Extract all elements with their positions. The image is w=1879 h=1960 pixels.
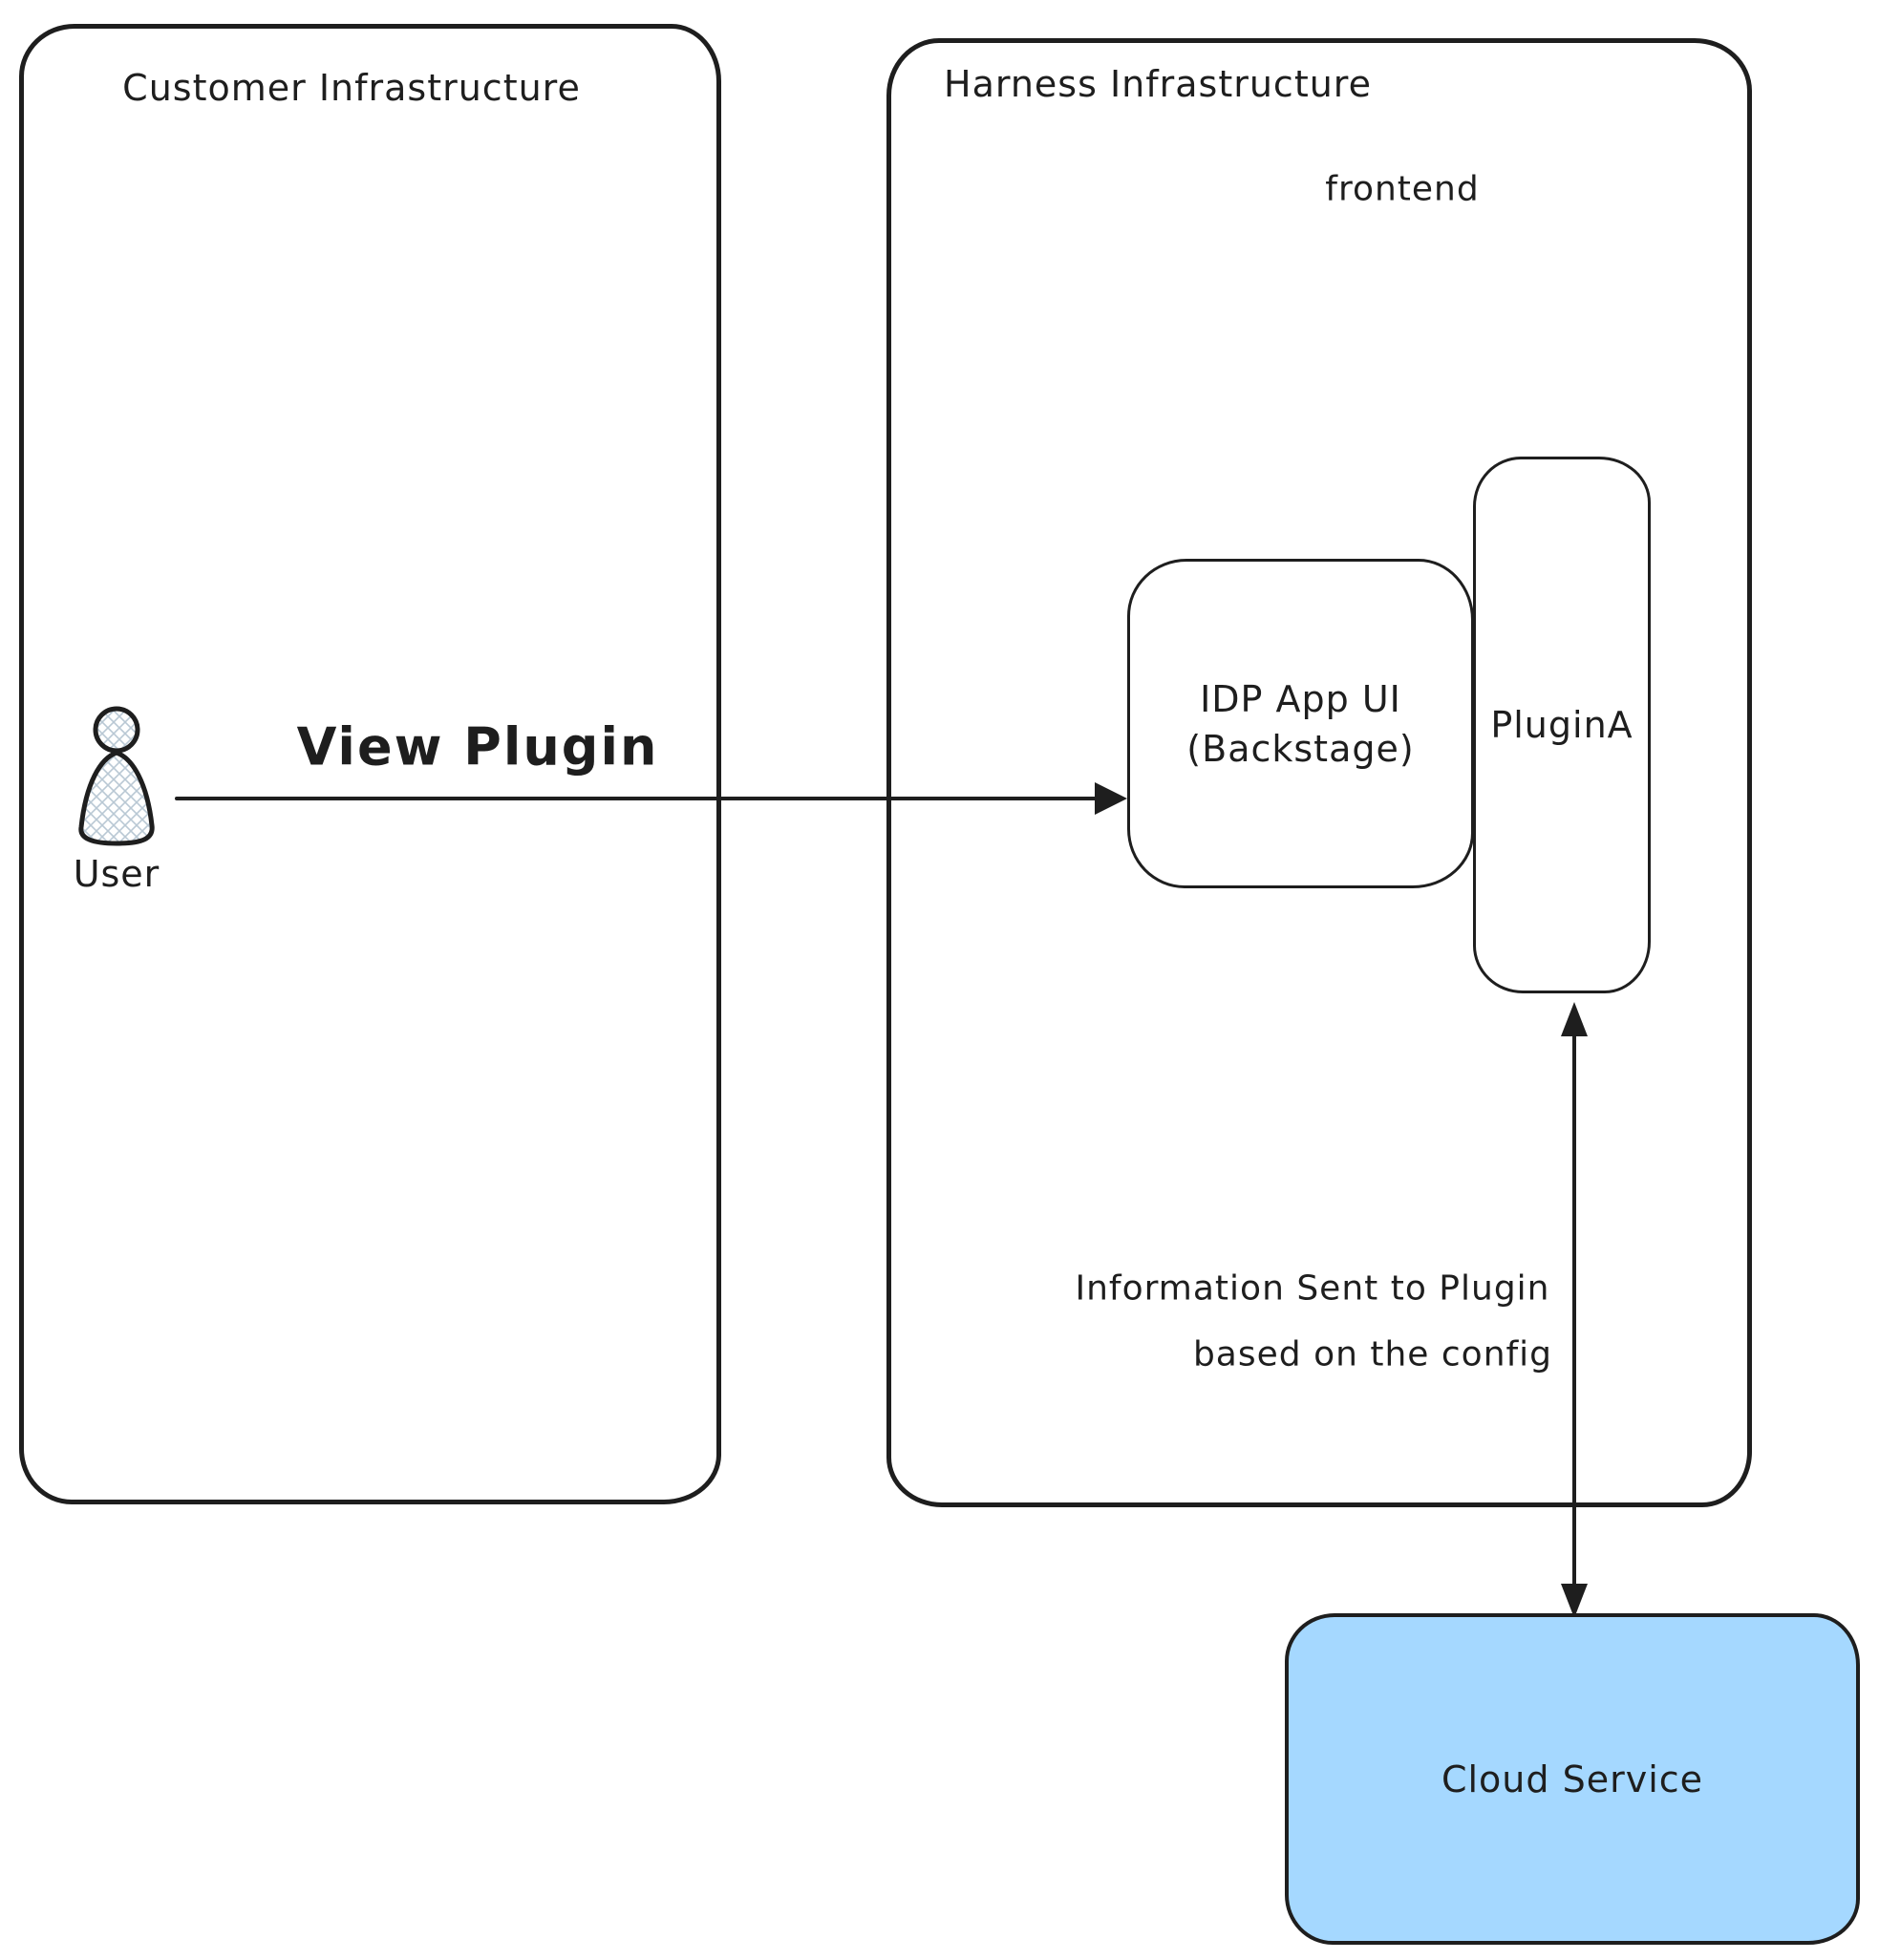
cloud-service-label: Cloud Service — [1441, 1758, 1704, 1800]
user-label: User — [73, 853, 160, 895]
harness-infrastructure-label: Harness Infrastructure — [944, 63, 1372, 105]
info-sent-label-line1: Information Sent to Plugin — [1075, 1268, 1550, 1309]
view-plugin-arrowhead-icon — [1095, 782, 1127, 815]
customer-infrastructure-label: Customer Infrastructure — [122, 67, 581, 109]
cloud-service-box: Cloud Service — [1285, 1613, 1860, 1945]
plugin-cloud-arrow-line — [1572, 1032, 1576, 1587]
idp-app-ui-label-line2: (Backstage) — [1186, 727, 1415, 770]
user-icon — [78, 706, 155, 846]
plugin-cloud-arrowhead-down-icon — [1561, 1584, 1588, 1618]
idp-app-ui-box: IDP App UI (Backstage) — [1127, 559, 1474, 888]
view-plugin-arrow-line — [175, 797, 1099, 800]
plugin-a-box: PluginA — [1473, 457, 1651, 993]
view-plugin-label: View Plugin — [296, 716, 659, 778]
info-sent-label-line2: based on the config — [1192, 1334, 1553, 1374]
frontend-label: frontend — [1325, 169, 1480, 209]
plugin-a-label: PluginA — [1490, 704, 1633, 746]
idp-app-ui-label-line1: IDP App UI — [1200, 677, 1401, 720]
customer-infrastructure-box — [19, 24, 721, 1504]
plugin-cloud-arrowhead-up-icon — [1561, 1002, 1588, 1036]
